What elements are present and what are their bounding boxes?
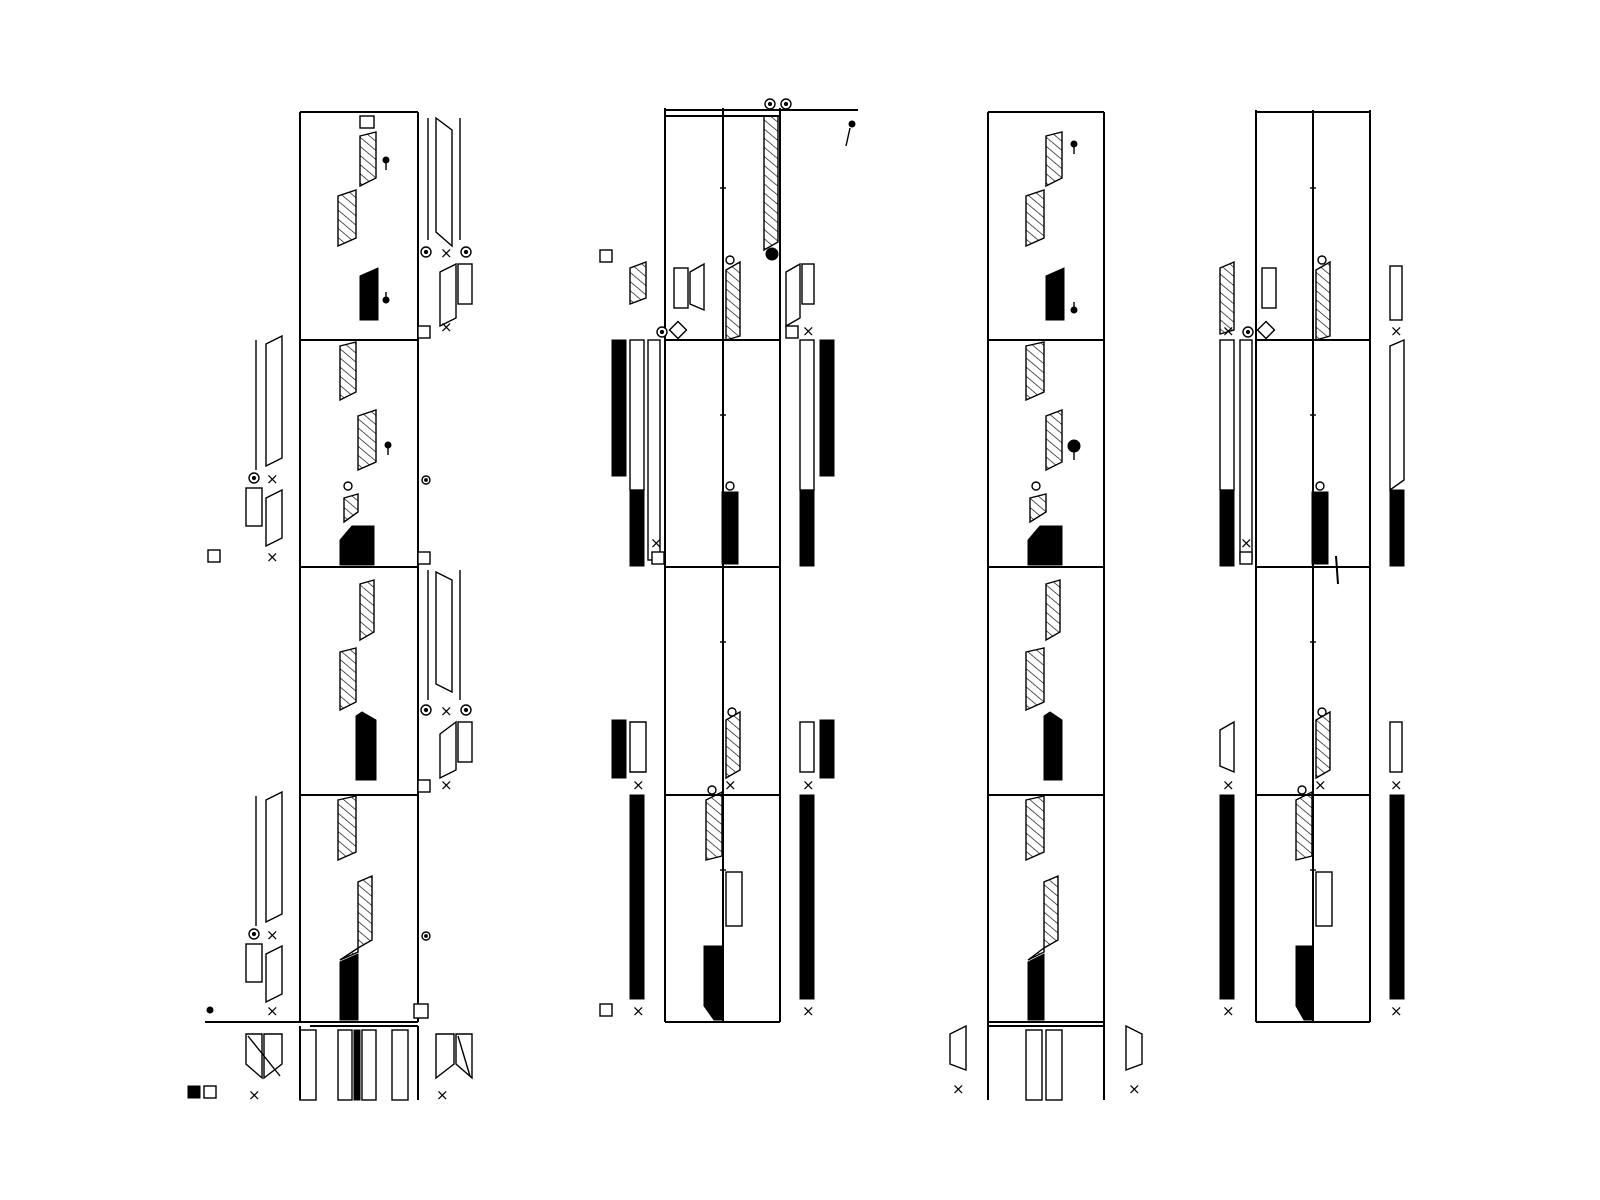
- cross-symbol: ×: [1222, 776, 1235, 794]
- beat-ticks: [720, 187, 1316, 871]
- cross-symbol: ×: [1390, 1002, 1403, 1020]
- cross-symbol: ×: [1128, 1080, 1141, 1098]
- cross-symbol: ×: [802, 776, 815, 794]
- cross-symbol: ×: [632, 1002, 645, 1020]
- cross-symbol: ×: [724, 776, 737, 794]
- cross-symbol: ×: [650, 534, 663, 552]
- staff-1-right-arm: × × × ×: [413, 116, 473, 1019]
- cross-symbol: ×: [1390, 776, 1403, 794]
- staff-2: × × × × × × ×: [599, 98, 858, 1023]
- staff-3: × ×: [949, 111, 1143, 1101]
- cross-symbol: ×: [1314, 776, 1327, 794]
- staff-1-support: [337, 115, 379, 1021]
- staff-2-body: [703, 115, 779, 1021]
- staff-3-frame: [987, 111, 1105, 1100]
- staff-1-left-arm: × × × ×: [206, 334, 283, 1020]
- cross-symbol: ×: [436, 1086, 449, 1104]
- cross-symbol: ×: [266, 470, 279, 488]
- cross-symbol: ×: [632, 776, 645, 794]
- staff-1-start-position: × ×: [187, 1026, 473, 1104]
- staff-3-start-position: × ×: [949, 1024, 1143, 1101]
- staff-4-frame: [1255, 110, 1371, 1023]
- cross-symbol: ×: [952, 1080, 965, 1098]
- cross-symbol: ×: [440, 244, 453, 262]
- cross-symbol: ×: [266, 548, 279, 566]
- cross-symbol: ×: [266, 1002, 279, 1020]
- staff-4-body: × × × × × × × ×: [1219, 255, 1405, 1021]
- staff-1-pins: [343, 156, 392, 491]
- cross-symbol: ×: [1240, 534, 1253, 552]
- cross-symbol: ×: [440, 702, 453, 720]
- staff-2-arms: × × × × × × ×: [599, 98, 856, 1020]
- cross-symbol: ×: [802, 1002, 815, 1020]
- cross-symbol: ×: [440, 776, 453, 794]
- cross-symbol: ×: [1222, 1002, 1235, 1020]
- cross-symbol: ×: [248, 1086, 261, 1104]
- staff-4: × × × × × × × ×: [1219, 110, 1405, 1023]
- staff-3-support: [1025, 131, 1081, 1021]
- staff-2-frame: [664, 108, 858, 1023]
- cross-symbol: ×: [1222, 322, 1235, 340]
- staff-1: × ×: [187, 111, 473, 1104]
- cross-symbol: ×: [266, 926, 279, 944]
- cross-symbol: ×: [440, 318, 453, 336]
- cross-symbol: ×: [1390, 322, 1403, 340]
- cross-symbol: ×: [802, 322, 815, 340]
- staff-1-frame: [205, 111, 419, 1027]
